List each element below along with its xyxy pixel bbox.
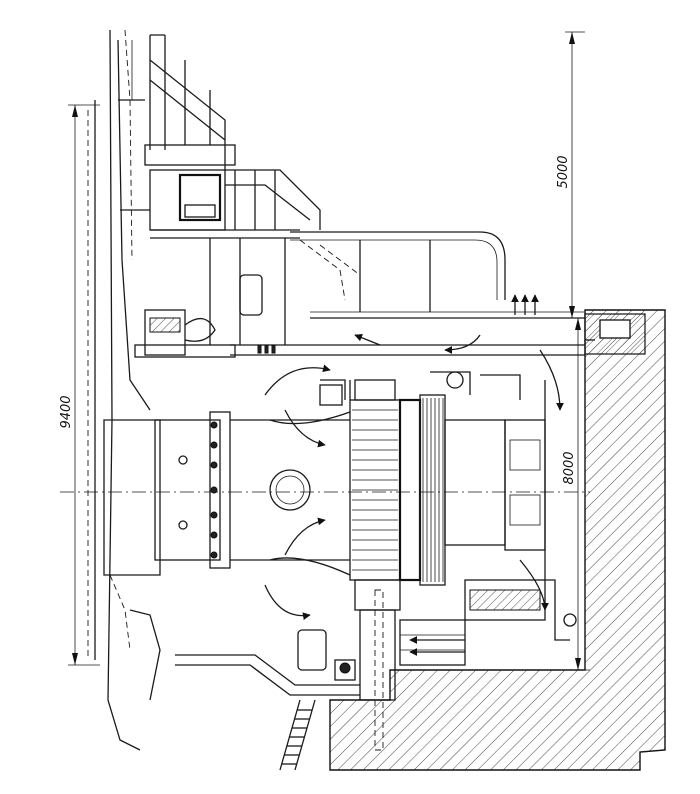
dimension-lines: [68, 31, 590, 671]
lower-walkway-and-ladder: [175, 629, 360, 771]
dimension-8000-label: 8000: [562, 451, 577, 484]
dimension-5000-label: 5000: [556, 155, 571, 188]
lower-bearing: [354, 579, 577, 751]
upper-bearing: [134, 309, 276, 358]
left-housing: [87, 29, 161, 751]
dimension-9400-label: 9400: [59, 395, 74, 428]
rotor-hub: [269, 411, 351, 576]
upper-frame: [230, 311, 585, 406]
top-platform-and-railings: [144, 34, 321, 239]
enclosure-hood: [209, 231, 506, 345]
concrete-foundation: [329, 309, 666, 771]
shaft-coupling: [154, 411, 350, 569]
airflow-arrows: [264, 294, 564, 656]
stator-core: [349, 380, 546, 586]
